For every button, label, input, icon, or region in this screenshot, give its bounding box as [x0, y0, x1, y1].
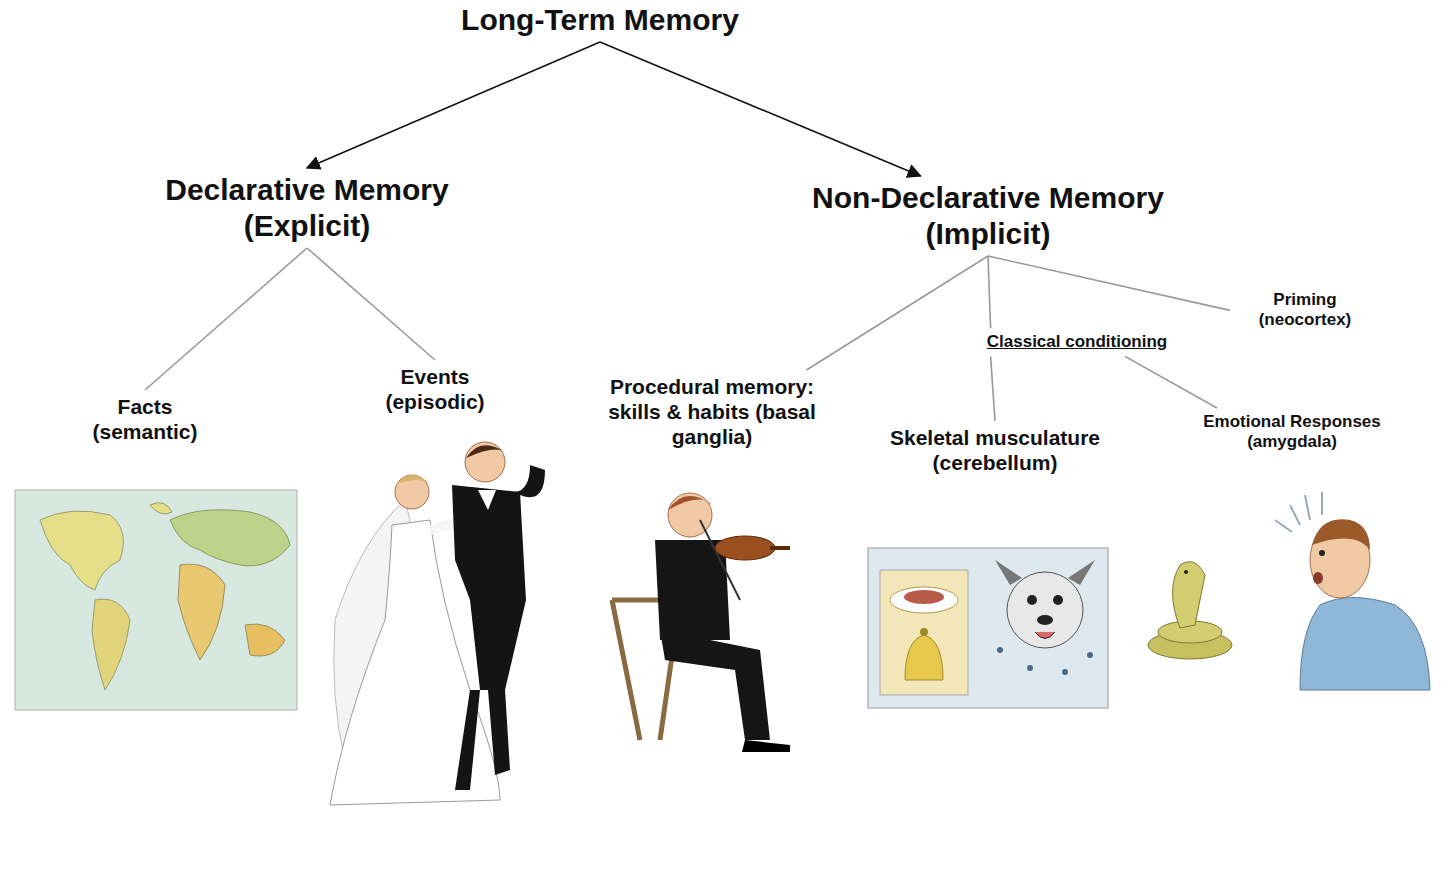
branch-line	[807, 256, 989, 370]
dancing-couple	[330, 442, 545, 805]
branch-line	[145, 248, 307, 390]
node-label: Emotional Responses (amygdala)	[1171, 412, 1413, 453]
category-heading: Declarative Memory (Explicit)	[142, 170, 472, 246]
root-heading: Long-Term Memory	[420, 0, 780, 40]
violinist	[612, 493, 790, 752]
node-label: Procedural memory: skills & habits (basa…	[581, 374, 843, 450]
memory-type: Skeletal musculature (cerebellum)	[855, 423, 1135, 477]
memory-type: Facts (semantic)	[65, 392, 225, 446]
category-heading: Non-Declarative Memory (Implicit)	[763, 178, 1213, 254]
node-label: Facts (semantic)	[69, 394, 221, 444]
memory-type: Events (episodic)	[355, 362, 515, 416]
memory-type: Classical conditioning	[957, 330, 1197, 354]
branch-line	[988, 256, 1230, 310]
arrow-connector	[600, 42, 921, 176]
memory-type: Priming (neocortex)	[1230, 288, 1380, 333]
node-label: Priming (neocortex)	[1234, 290, 1376, 331]
branch-line	[991, 356, 995, 421]
node-label: Non-Declarative Memory (Implicit)	[767, 180, 1209, 252]
branch-line	[988, 256, 991, 328]
conditioning-panel	[868, 548, 1108, 708]
node-label: Declarative Memory (Explicit)	[146, 172, 468, 244]
node-label: Skeletal musculature (cerebellum)	[859, 425, 1131, 475]
branch-line	[1125, 356, 1217, 408]
world-map	[15, 490, 297, 710]
memory-type: Procedural memory: skills & habits (basa…	[577, 372, 847, 452]
node-label: Classical conditioning	[961, 332, 1193, 352]
node-label: Long-Term Memory	[424, 2, 776, 38]
arrow-connector	[307, 42, 600, 168]
node-label: Events (episodic)	[359, 364, 511, 414]
snake-and-man	[1148, 492, 1430, 690]
memory-type: Emotional Responses (amygdala)	[1167, 410, 1417, 455]
branch-line	[307, 248, 435, 360]
